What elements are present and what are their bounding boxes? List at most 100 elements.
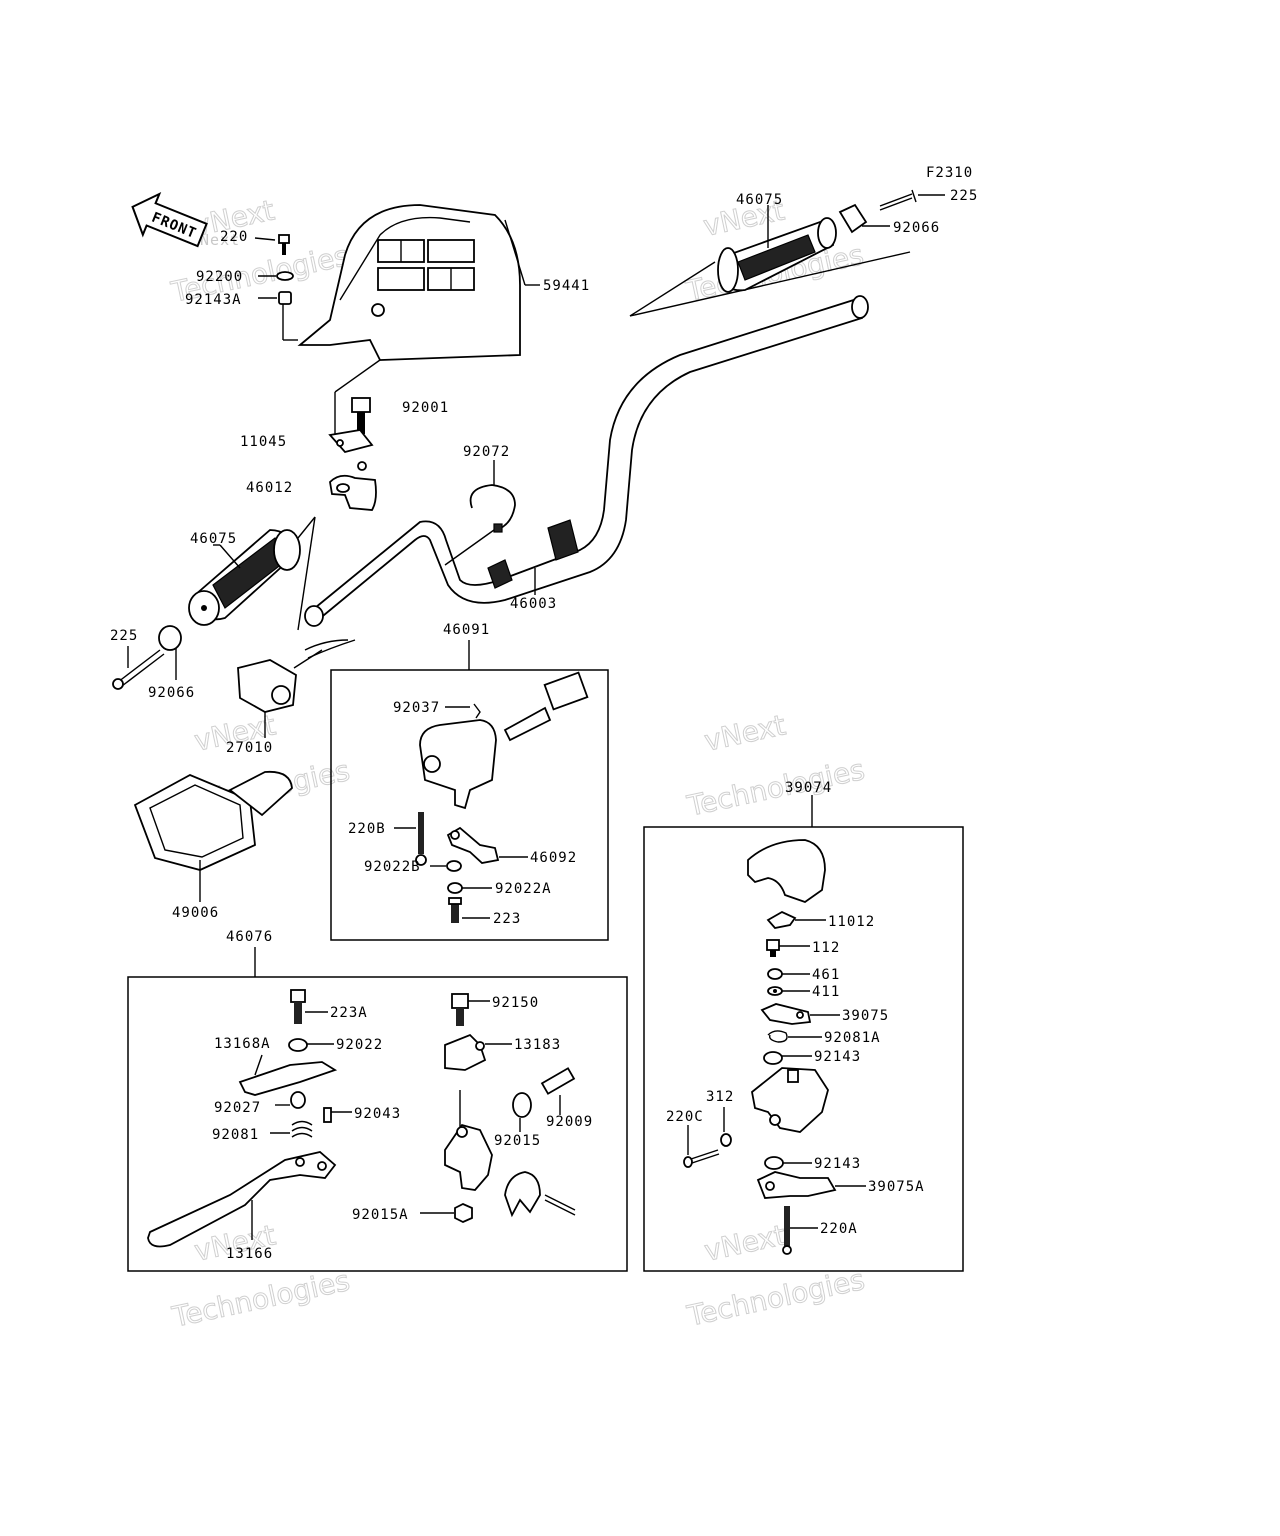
collar-92143A — [278, 291, 292, 305]
callout-92066-top: 92066 — [893, 220, 940, 236]
callout-92143-b: 92143 — [814, 1156, 861, 1172]
grip-46075-left — [188, 529, 301, 626]
grip-46075-right — [717, 217, 837, 293]
collar-92027 — [290, 1091, 306, 1109]
callout-92009: 92009 — [546, 1114, 593, 1130]
callout-92037: 92037 — [393, 700, 440, 716]
callout-46092: 46092 — [530, 850, 577, 866]
callout-13183: 13183 — [514, 1037, 561, 1053]
switch-27010 — [237, 639, 356, 713]
housing-39074 — [751, 1067, 829, 1133]
watermark-line2: Technologies — [684, 1263, 868, 1333]
boot-49006 — [133, 770, 293, 871]
callout-220: 220 — [220, 229, 248, 245]
plate-39075 — [760, 1003, 812, 1025]
callout-13166: 13166 — [226, 1246, 273, 1262]
callout-13168A: 13168A — [214, 1036, 271, 1052]
watermark-4: vNext Technologies — [683, 708, 868, 823]
bracket-13183 — [444, 1033, 487, 1071]
washer-92022B — [446, 860, 462, 872]
nut-312 — [720, 1133, 732, 1147]
callout-92081: 92081 — [212, 1127, 259, 1143]
callout-223: 223 — [493, 911, 521, 927]
callout-461: 461 — [812, 967, 840, 983]
callout-92027: 92027 — [214, 1100, 261, 1116]
callout-92072: 92072 — [463, 444, 510, 460]
bolt-220 — [278, 234, 290, 255]
callout-92043: 92043 — [354, 1106, 401, 1122]
callout-223A: 223A — [330, 1005, 368, 1021]
holder-46012 — [329, 474, 377, 511]
callout-46076: 46076 — [226, 929, 273, 945]
plate-13168A — [238, 1061, 338, 1096]
callout-11045: 11045 — [240, 434, 287, 450]
washer-92143-a — [763, 1051, 783, 1065]
callout-220A: 220A — [820, 1221, 858, 1237]
bushing-92022 — [288, 1038, 308, 1052]
callout-46012: 46012 — [246, 480, 293, 496]
plate-11045 — [328, 429, 374, 454]
screw-220C — [683, 1149, 720, 1168]
switch-body-92015 — [444, 1123, 493, 1191]
screw-220A — [782, 1206, 792, 1255]
callout-112: 112 — [812, 940, 840, 956]
watermark-line1: vNext — [702, 1218, 789, 1267]
callout-92001: 92001 — [402, 400, 449, 416]
callout-46075-left: 46075 — [190, 531, 237, 547]
callout-49006: 49006 — [172, 905, 219, 921]
spring-92081 — [291, 1120, 313, 1138]
cover-39074 — [747, 839, 826, 904]
lever-13166 — [147, 1151, 337, 1248]
callout-312: 312 — [706, 1089, 734, 1105]
callout-59441: 59441 — [543, 278, 590, 294]
box-46076 — [127, 976, 628, 1272]
callout-46003: 46003 — [510, 596, 557, 612]
callout-92143-a: 92143 — [814, 1049, 861, 1065]
bolt-92001 — [351, 397, 371, 434]
callout-92015A: 92015A — [352, 1207, 409, 1223]
box-39074 — [643, 826, 964, 1272]
handlebar-cover — [297, 204, 521, 361]
screw-220B — [415, 812, 427, 866]
callout-92200: 92200 — [196, 269, 243, 285]
washer-92143-b — [764, 1156, 784, 1170]
callout-92143A: 92143A — [185, 292, 242, 308]
callout-92022B: 92022B — [364, 859, 421, 875]
nut-92015A — [454, 1203, 473, 1223]
washer-461 — [767, 968, 783, 980]
bolt-92150 — [451, 993, 469, 1026]
callout-92022: 92022 — [336, 1037, 383, 1053]
screw-225-top — [879, 189, 917, 211]
callout-39075: 39075 — [842, 1008, 889, 1024]
washer-92022A — [447, 882, 463, 894]
watermark-line1: vNext — [702, 708, 789, 757]
callout-411: 411 — [812, 984, 840, 1000]
callout-92081A: 92081A — [824, 1030, 881, 1046]
lever-39075A — [756, 1171, 837, 1199]
switch-housing-46091 — [419, 671, 589, 810]
end-cap-92066-left — [158, 625, 182, 651]
screw-223 — [448, 897, 462, 923]
callout-39074: 39074 — [785, 780, 832, 796]
callout-225-top: 225 — [950, 188, 978, 204]
callout-220C: 220C — [666, 1109, 704, 1125]
callout-27010: 27010 — [226, 740, 273, 756]
washer-92200 — [276, 271, 294, 281]
watermark-1: vNext Technologies — [167, 193, 352, 309]
front-arrow-icon: FRONT — [131, 191, 208, 248]
callout-92015: 92015 — [494, 1133, 541, 1149]
callout-220B: 220B — [348, 821, 386, 837]
callout-92022A: 92022A — [495, 881, 552, 897]
handlebar-46003 — [304, 295, 869, 627]
clamp-half — [504, 1171, 576, 1218]
callout-92150: 92150 — [492, 995, 539, 1011]
adjuster-92009 — [512, 1067, 576, 1118]
end-cap-92066-top — [838, 203, 868, 234]
callout-11012: 11012 — [828, 914, 875, 930]
clamp-92072 — [469, 484, 516, 531]
callout-46075-top: 46075 — [736, 192, 783, 208]
pin-92043 — [323, 1107, 332, 1123]
bolt-112 — [766, 939, 780, 957]
box-46091 — [330, 669, 609, 941]
